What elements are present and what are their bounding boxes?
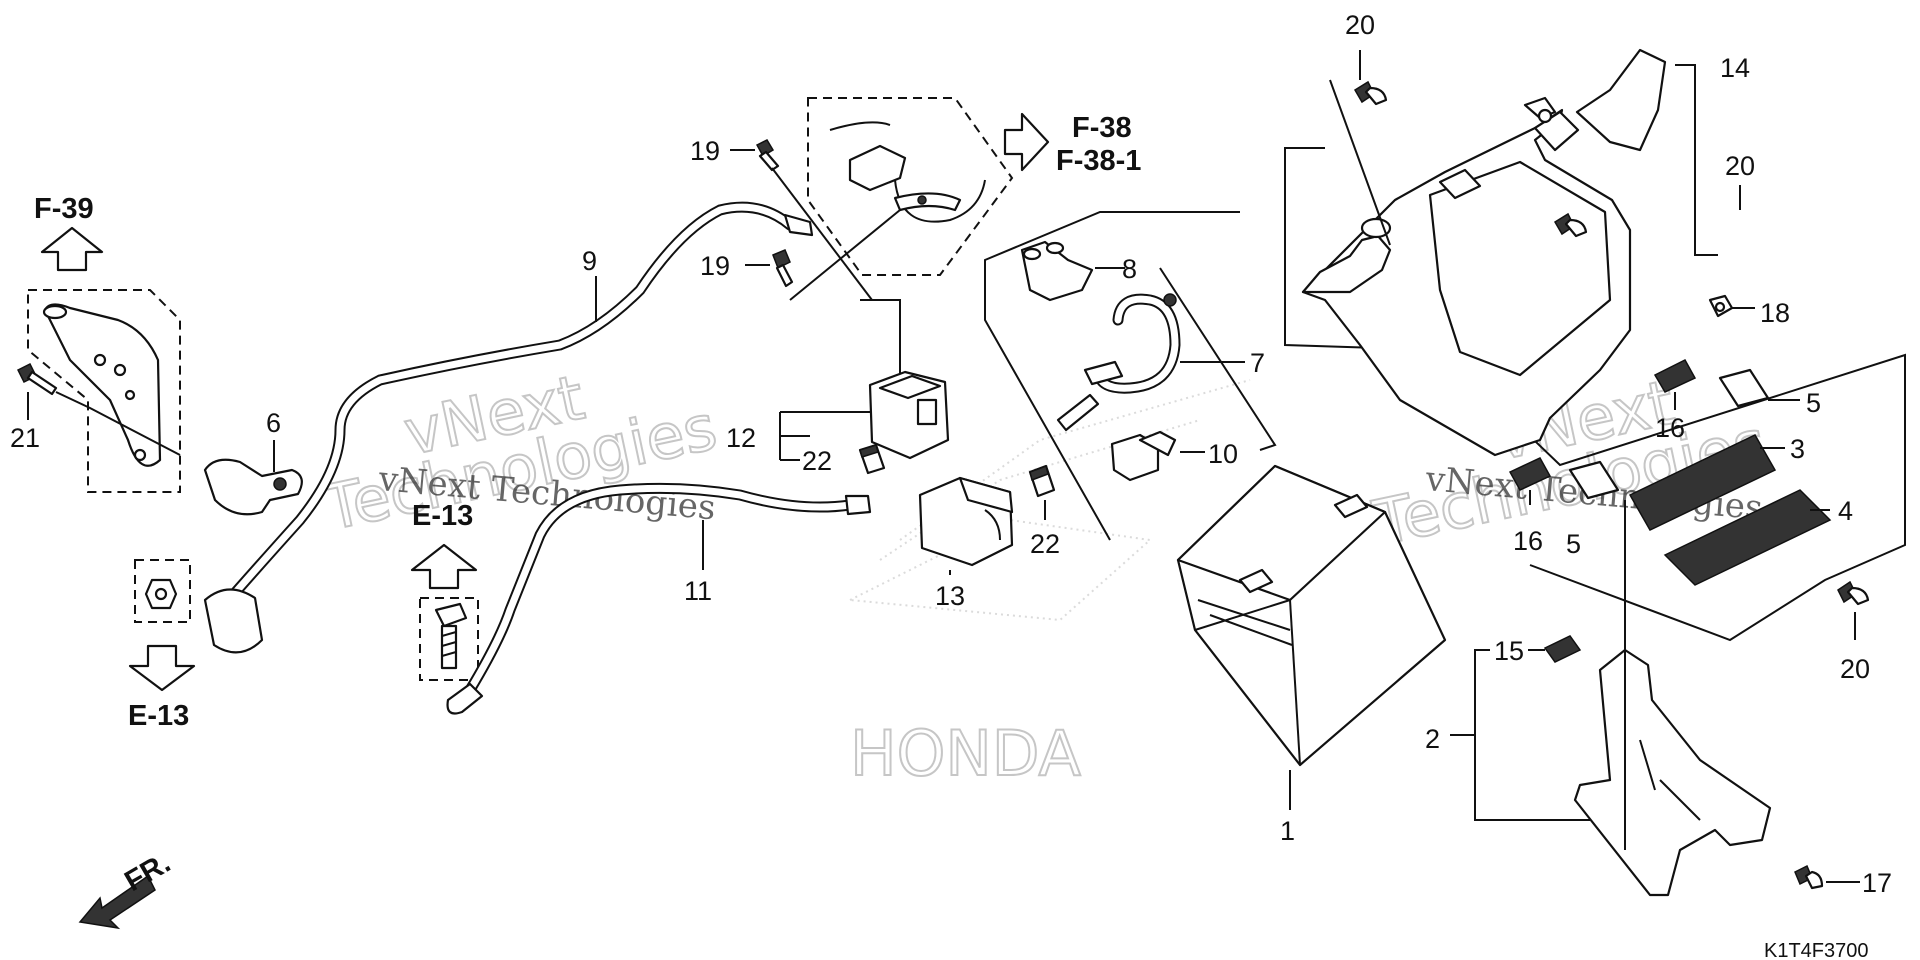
leader-19b-up <box>789 209 901 301</box>
ref-f39: F-39 <box>34 193 94 225</box>
leader-21-to-6 <box>55 391 181 456</box>
e13-bottom-arrow-icon <box>128 644 196 692</box>
bolt-20b-icon <box>1553 212 1588 238</box>
callout-16a: 16 <box>1655 413 1685 443</box>
callout-4: 4 <box>1838 496 1853 526</box>
leader-2 <box>1474 649 1590 821</box>
callout-19b: 19 <box>700 251 730 281</box>
bolt-21-icon <box>16 362 58 396</box>
fuse-22b-icon <box>1028 464 1056 498</box>
bolt-20c-icon <box>1837 580 1870 606</box>
callout-2: 2 <box>1425 724 1440 754</box>
bolt-e13-icon <box>434 602 468 670</box>
part-3-pad <box>1628 434 1777 531</box>
callout-20a: 20 <box>1345 10 1375 40</box>
bolt-19b-icon <box>772 249 794 288</box>
callout-13: 13 <box>935 581 965 611</box>
leader-12 <box>779 412 810 461</box>
part-6-clamp <box>203 458 303 516</box>
e13-nut-frame <box>134 559 191 623</box>
ref-e13-bottom: E-13 <box>128 700 189 732</box>
f39-dashed-frame <box>27 289 181 493</box>
part-5b-strip <box>1568 460 1620 500</box>
callout-8: 8 <box>1122 254 1137 284</box>
f39-arrow-icon <box>40 226 104 272</box>
part-relay-harness <box>829 121 986 223</box>
leader-14 <box>1675 64 1718 256</box>
nut-icon <box>144 578 178 610</box>
bolt-20a-icon <box>1353 80 1388 106</box>
diagram-code: K1T4F3700 <box>1764 940 1869 960</box>
callout-19a: 19 <box>690 136 720 166</box>
part-bracket-plate <box>42 303 162 467</box>
callout-5a: 5 <box>1806 388 1821 418</box>
callout-14: 14 <box>1720 53 1750 83</box>
fuse-22a-icon <box>858 443 886 475</box>
part-11-ground-cable <box>446 482 872 715</box>
callout-20b: 20 <box>1725 151 1755 181</box>
callout-22a: 22 <box>802 446 832 476</box>
part-8-terminal-cover <box>1020 240 1094 302</box>
leader-19a-down <box>771 167 873 301</box>
callout-12: 12 <box>726 423 756 453</box>
part-16b-pad <box>1508 457 1552 491</box>
callout-3: 3 <box>1790 434 1805 464</box>
callout-11: 11 <box>684 576 712 606</box>
part-14-battery-box <box>1301 48 1667 457</box>
part-5a-strip <box>1718 368 1770 408</box>
ref-f38-1: F-38-1 <box>1056 145 1141 177</box>
e13-top-arrow-icon <box>410 543 478 590</box>
part-15-pad <box>1543 635 1582 663</box>
callout-10: 10 <box>1208 439 1238 469</box>
part-7-terminal-cable <box>1056 293 1181 432</box>
callout-16b: 16 <box>1513 526 1543 556</box>
callout-20c: 20 <box>1840 654 1870 684</box>
battery-box-frame <box>1284 147 1906 642</box>
leader-relay-box <box>860 299 901 380</box>
callout-7: 7 <box>1250 348 1265 378</box>
part-1-battery <box>1176 464 1447 767</box>
part-10-cap <box>1110 430 1177 482</box>
callout-22b: 22 <box>1030 529 1060 559</box>
f38-arrow-icon <box>1003 112 1050 172</box>
bolt-19a-icon <box>755 139 780 172</box>
callout-21: 21 <box>10 423 40 453</box>
f38-dashed-frame <box>807 97 1014 276</box>
ref-e13-top: E-13 <box>412 500 473 532</box>
bolt-18-icon <box>1708 294 1734 318</box>
part-13-relay-cover <box>918 476 1014 567</box>
callout-17: 17 <box>1862 868 1892 898</box>
part-9-battery-cable <box>203 201 814 654</box>
callout-1: 1 <box>1280 816 1295 846</box>
part-2-bracket <box>1573 648 1772 897</box>
callout-15: 15 <box>1494 636 1524 666</box>
callout-9: 9 <box>582 246 597 276</box>
part-12-starter-relay <box>868 370 950 460</box>
leader-8-right <box>1159 267 1277 451</box>
callout-5b: 5 <box>1566 529 1581 559</box>
callout-6: 6 <box>266 408 281 438</box>
callout-18: 18 <box>1760 298 1790 328</box>
battery-group-frame <box>984 211 1240 541</box>
honda-brand-watermark: HONDA <box>850 717 1081 790</box>
front-arrow-icon <box>78 874 156 930</box>
bolt-17-icon <box>1794 864 1824 890</box>
part-4-pad <box>1663 489 1832 586</box>
ref-f38: F-38 <box>1072 112 1132 144</box>
part-16a-pad <box>1653 359 1697 393</box>
